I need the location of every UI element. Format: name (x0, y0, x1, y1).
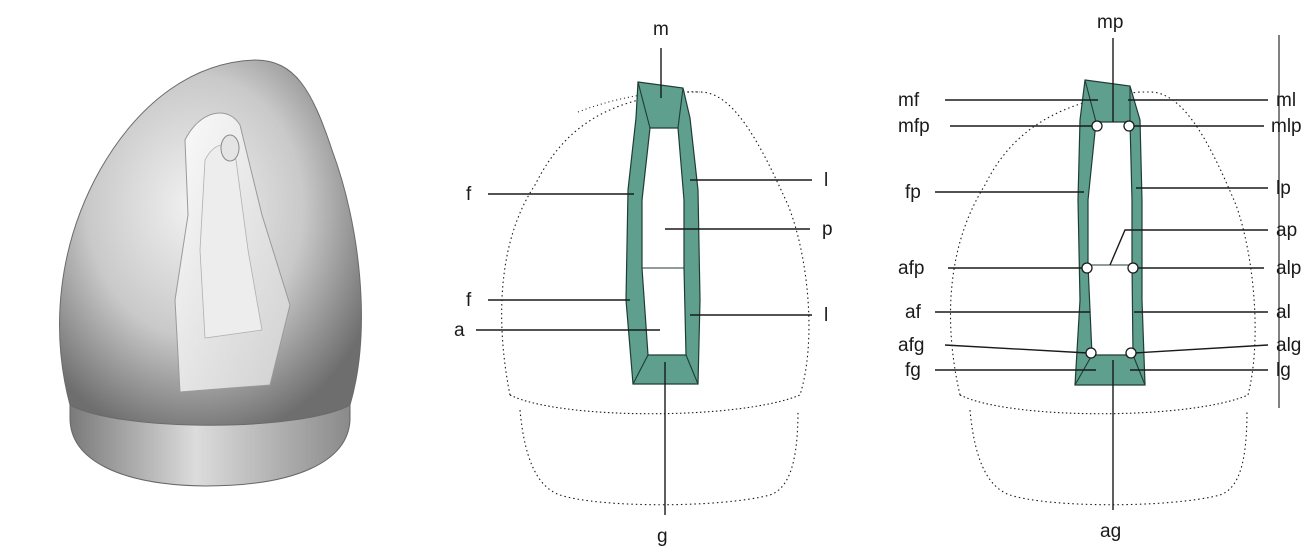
label-p: p (822, 219, 833, 240)
label-ml: ml (1276, 90, 1296, 111)
middle-cavity-floor (642, 128, 686, 355)
label-mlp: mlp (1271, 116, 1302, 137)
label-alp: alp (1276, 258, 1301, 279)
label-ag: ag (1100, 521, 1121, 542)
label-l-upper: l (824, 170, 828, 191)
label-l-lower: l (824, 305, 828, 326)
label-afp: afp (898, 258, 924, 279)
label-mp: mp (1097, 12, 1123, 33)
middle-cervical-line (510, 395, 800, 414)
label-mf: mf (898, 90, 920, 111)
right-cavity-floor (1088, 122, 1133, 355)
label-f-lower: f (466, 290, 472, 311)
label-mfp: mfp (898, 116, 930, 137)
right-root (970, 410, 1247, 505)
point-mlp (1124, 121, 1134, 131)
leader-alg (1134, 345, 1268, 353)
right-cervical-line (960, 395, 1248, 414)
point-afg (1086, 348, 1096, 358)
middle-diagram: m f l p f a l g (454, 19, 833, 547)
3d-tooth-model (60, 60, 362, 486)
point-alg (1126, 348, 1136, 358)
model-pulp-horn (221, 135, 239, 161)
label-alg: alg (1276, 335, 1301, 356)
label-g: g (657, 526, 668, 547)
label-ap: ap (1276, 220, 1297, 241)
point-mfp (1092, 121, 1102, 131)
label-al: al (1276, 302, 1291, 323)
middle-root (520, 410, 798, 505)
label-afg: afg (898, 335, 924, 356)
leader-afg (945, 345, 1088, 353)
label-a: a (454, 320, 465, 341)
label-fp: fp (905, 182, 921, 203)
label-m: m (653, 19, 669, 40)
label-lg: lg (1276, 360, 1291, 381)
point-afp (1082, 263, 1092, 273)
label-lp: lp (1276, 178, 1291, 199)
right-diagram: mp mf ml mfp mlp fp lp ap afp alp af al … (898, 12, 1302, 542)
label-af: af (905, 302, 922, 323)
label-fg: fg (905, 360, 921, 381)
label-f-upper: f (466, 184, 472, 205)
point-alp (1128, 263, 1138, 273)
